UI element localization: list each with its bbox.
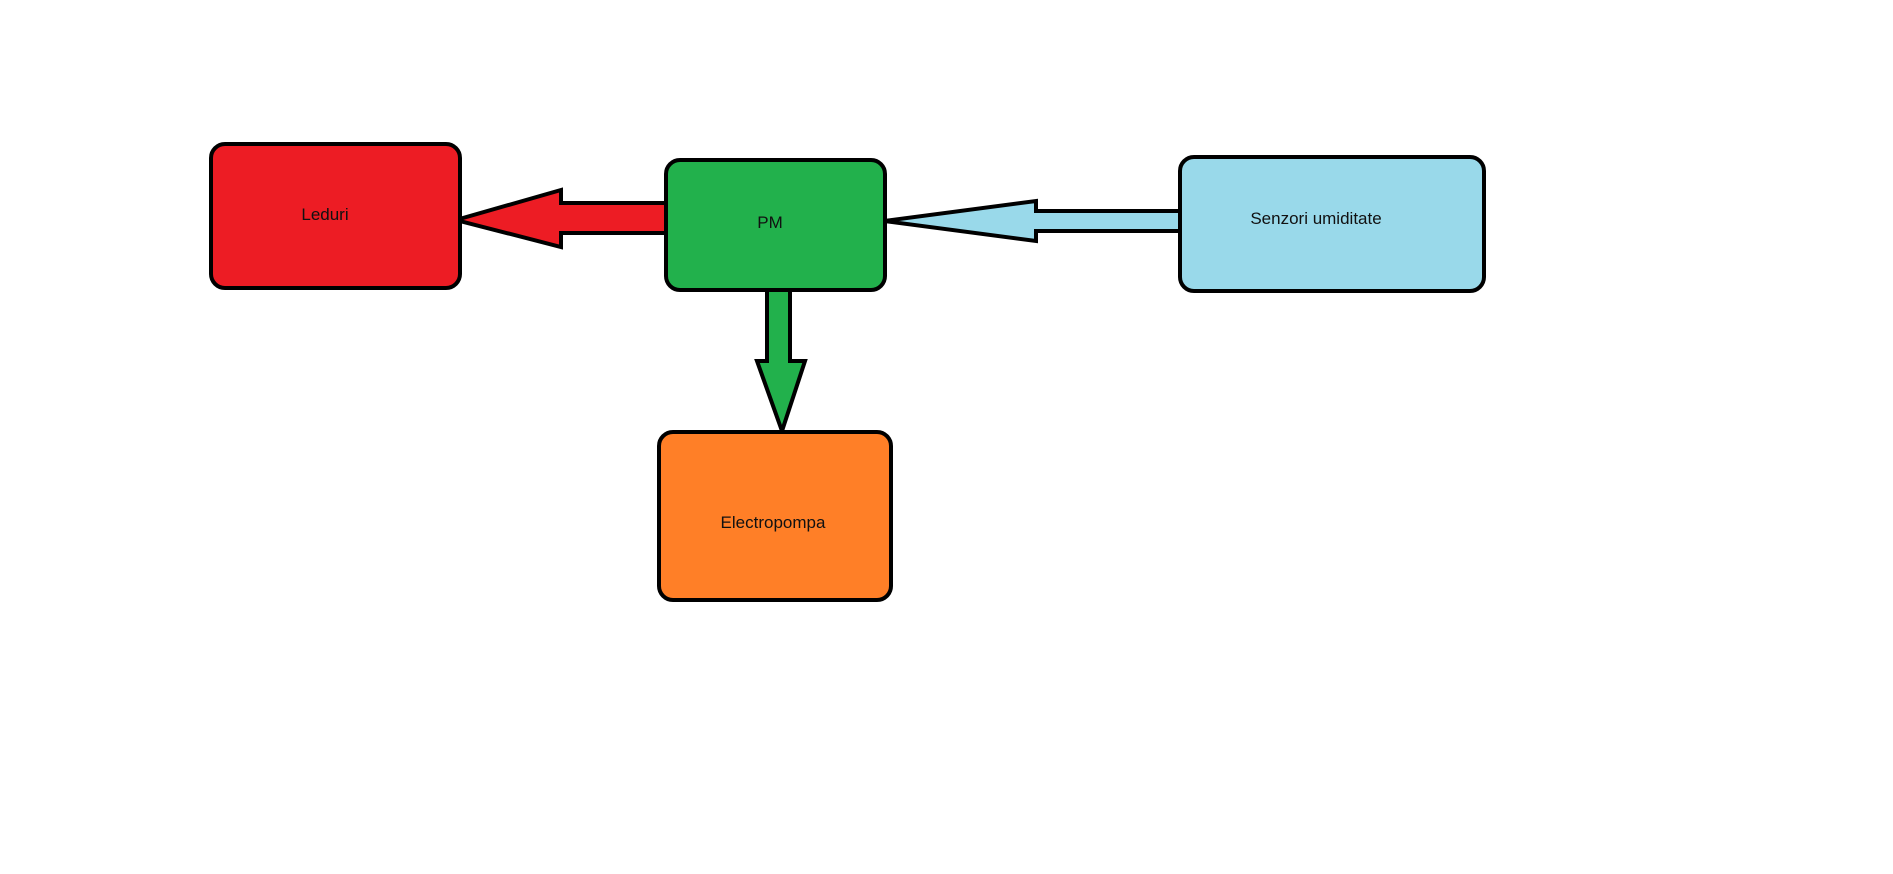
node-pm: PM [664, 158, 887, 292]
arrow-senzori-to-pm [883, 198, 1184, 244]
arrow-pm-to-leduri [448, 187, 668, 250]
node-leduri-label: Leduri [301, 205, 348, 224]
node-leduri: Leduri [209, 142, 462, 290]
node-senzori-label: Senzori umiditate [1250, 209, 1381, 228]
node-electropompa: Electropompa [657, 430, 893, 602]
node-pm-label: PM [757, 213, 783, 232]
node-electropompa-label: Electropompa [721, 513, 826, 532]
arrow-pm-to-electropompa [754, 286, 808, 438]
node-senzori-umiditate: Senzori umiditate [1178, 155, 1486, 293]
